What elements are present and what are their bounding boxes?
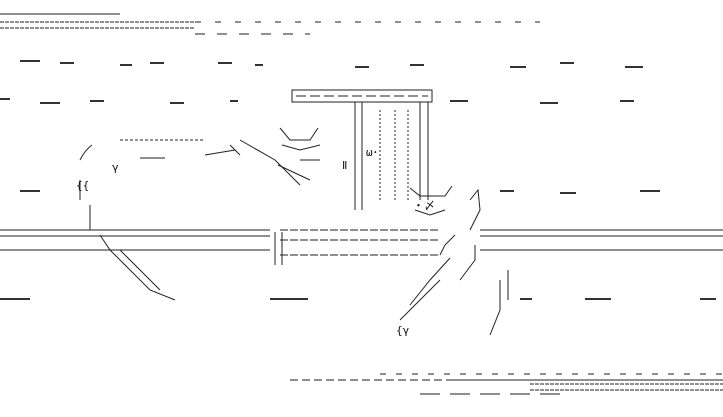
gamma-text-1: γ (112, 161, 119, 174)
window-mark-text: Ⅱ (342, 159, 348, 172)
gamma-text-2: {γ (396, 324, 410, 337)
small-cat-eyes-text: ・〆 (413, 199, 435, 212)
brace-text: {{ (76, 179, 90, 192)
cat-face-text: ω･ (366, 146, 379, 159)
